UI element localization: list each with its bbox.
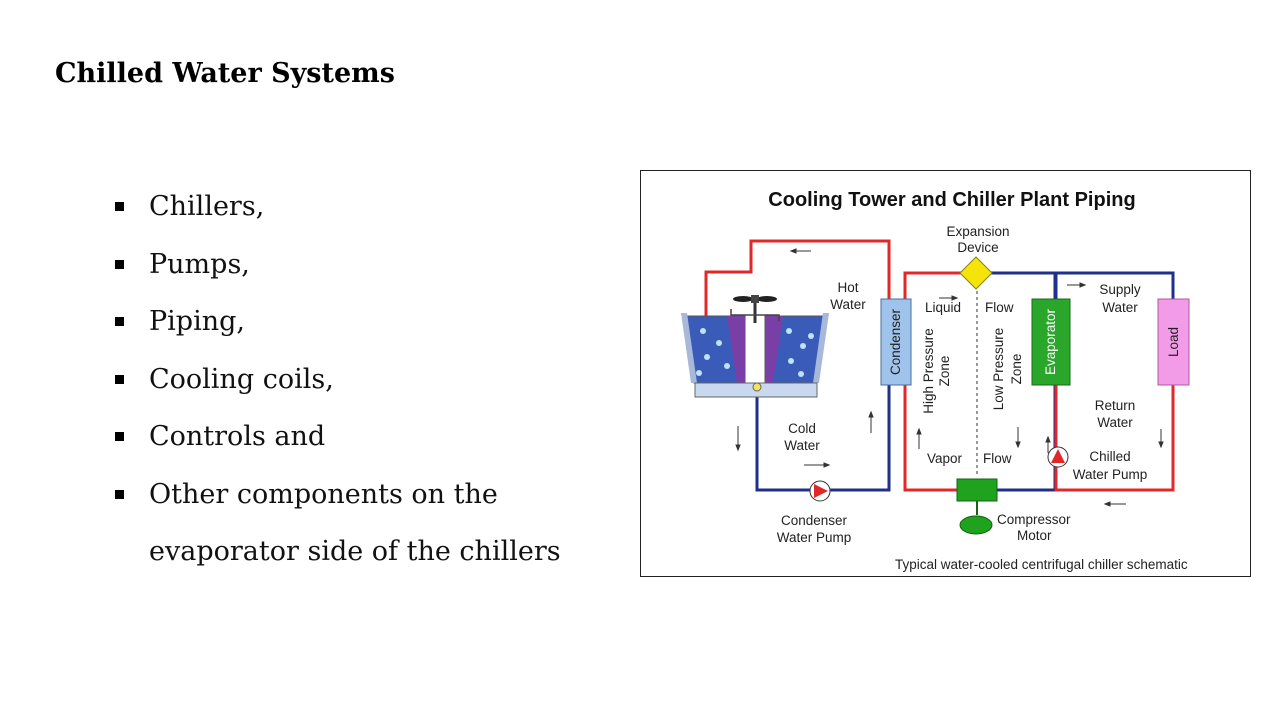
tower-fan-icon <box>730 295 780 323</box>
condenser-pump-label-2: Water Pump <box>777 530 852 545</box>
return-water-pipe <box>1054 385 1175 492</box>
bullet-text: Other components on the evaporator side … <box>149 478 561 568</box>
cold-water-pipe <box>755 384 891 492</box>
hot-water-label-2: Water <box>830 297 866 312</box>
diagram-caption: Typical water-cooled centrifugal chiller… <box>895 557 1188 572</box>
basin-drain <box>752 382 762 392</box>
cold-water-label-2: Water <box>784 438 820 453</box>
bullet-item: Pumps, <box>115 236 615 294</box>
diagram-title: Cooling Tower and Chiller Plant Piping <box>768 189 1135 211</box>
water-droplets <box>696 328 814 377</box>
cooling-tower <box>681 295 829 398</box>
hot-water-label-1: Hot <box>837 280 858 295</box>
condenser <box>880 298 912 386</box>
return-water-label-1: Return <box>1095 398 1136 413</box>
chilled-pump-label-1: Chilled <box>1089 449 1130 464</box>
hot-water-pipe <box>704 239 891 318</box>
supply-water-label-1: Supply <box>1099 282 1141 297</box>
bullet-item: Other components on the evaporator side … <box>115 466 615 581</box>
compressor-label-2: Motor <box>1017 528 1052 543</box>
bullet-text: Piping, <box>149 306 245 337</box>
flow-arrows <box>735 248 1164 507</box>
compressor-motor-icon <box>959 515 993 535</box>
compressor <box>956 478 998 502</box>
bullet-square-icon <box>115 489 124 499</box>
supply-water-pipe <box>1054 271 1175 299</box>
bullet-text: Chillers, <box>149 191 265 222</box>
bullet-list: Chillers, Pumps, Piping, Cooling coils, … <box>115 178 615 581</box>
evaporator-label: Evaporator <box>1043 308 1058 375</box>
flow-top-label: Flow <box>985 300 1014 315</box>
liquid-label: Liquid <box>925 300 961 315</box>
bullet-text: Pumps, <box>149 248 250 280</box>
low-pressure-label-2: Zone <box>1009 354 1024 385</box>
tower-center-left <box>727 316 745 383</box>
condenser-pump-label-1: Condenser <box>781 513 848 528</box>
chilled-water-loop <box>1054 271 1175 492</box>
high-pressure-label-2: Zone <box>937 356 952 387</box>
chiller-diagram-svg: Cooling Tower and Chiller Plant Piping <box>681 189 1190 572</box>
chiller-diagram: Cooling Tower and Chiller Plant Piping <box>640 170 1251 577</box>
bullet-item: Cooling coils, <box>115 351 615 409</box>
vapor-label: Vapor <box>927 451 963 466</box>
return-water-label-2: Water <box>1097 415 1133 430</box>
expansion-label-1: Expansion <box>946 224 1009 239</box>
bullet-square-icon <box>115 374 124 384</box>
tower-left-louvers <box>681 313 697 383</box>
expansion-label-2: Device <box>957 240 998 255</box>
supply-water-label-2: Water <box>1102 300 1138 315</box>
load <box>1157 298 1190 386</box>
bullet-item: Chillers, <box>115 178 615 236</box>
load-label: Load <box>1166 327 1181 357</box>
tower-center-right <box>765 316 783 383</box>
bullet-item: Controls and <box>115 408 615 466</box>
compressor-label-1: Compressor <box>997 512 1071 527</box>
bullet-item: Piping, <box>115 293 615 351</box>
high-pressure-label-1: High Pressure <box>921 328 936 414</box>
chilled-pump-label-2: Water Pump <box>1073 467 1148 482</box>
cold-water-label-1: Cold <box>788 421 816 436</box>
slide-title: Chilled Water Systems <box>55 58 395 89</box>
expansion-device-icon <box>959 256 993 290</box>
low-pressure-label-1: Low Pressure <box>991 328 1006 411</box>
bullet-text: Cooling coils, <box>149 363 334 395</box>
bullet-square-icon <box>115 202 124 211</box>
bullet-square-icon <box>115 259 124 269</box>
bullet-text: Controls and <box>149 421 326 452</box>
bullet-square-icon <box>115 432 124 441</box>
condenser-label: Condenser <box>888 308 903 375</box>
bullet-square-icon <box>115 317 124 326</box>
evaporator <box>1031 298 1071 386</box>
tower-right-louvers <box>813 313 829 383</box>
flow-bottom-label: Flow <box>983 451 1012 466</box>
